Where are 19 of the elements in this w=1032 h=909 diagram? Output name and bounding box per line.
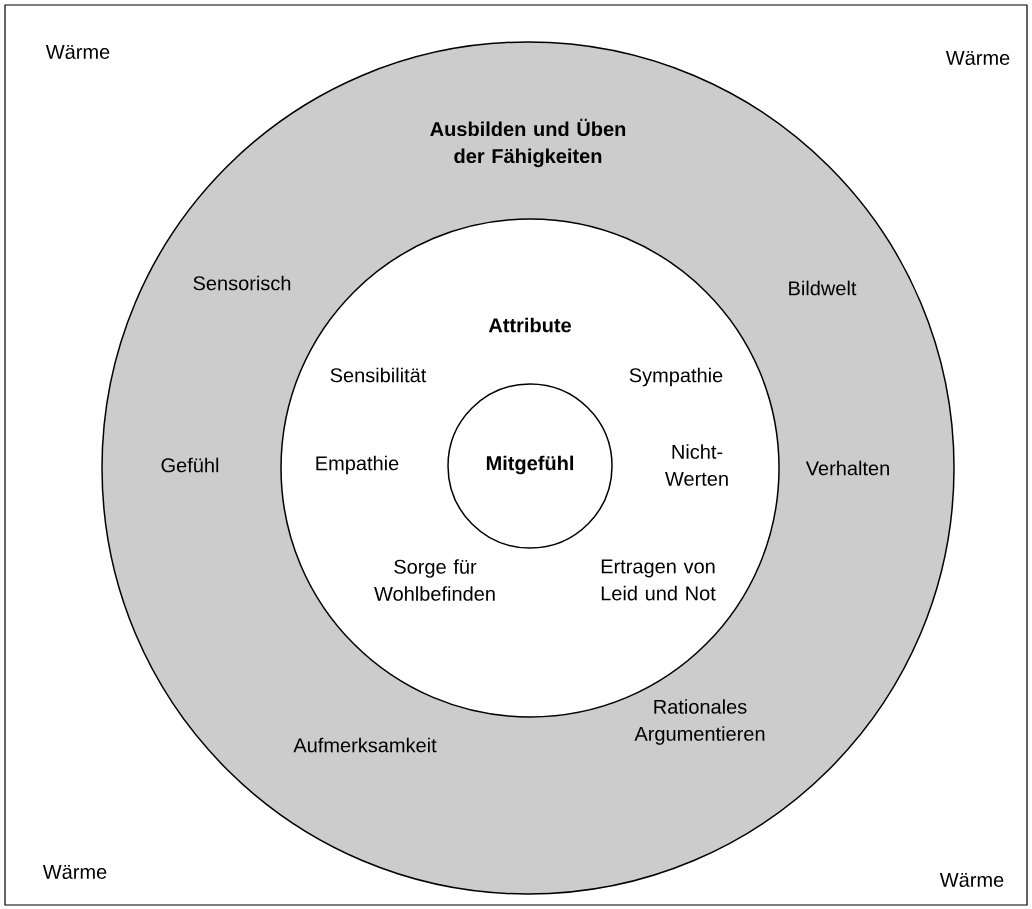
heading: Attribute — [488, 317, 571, 333]
ring-label: Bildwelt — [789, 280, 857, 296]
ring-label: Wärme — [42, 865, 107, 879]
ring-label: Nicht-Werten — [665, 444, 728, 486]
ring-label: Empathie — [316, 455, 399, 475]
ring-label: Sympathie — [629, 367, 723, 387]
ring-label: Wärme — [945, 51, 1010, 65]
ring-label: Verhalten — [805, 460, 889, 476]
ring-label: Sorge für Wohlbefinden — [374, 559, 495, 601]
ring-label: Aufmerksamkeit — [293, 737, 437, 753]
ring-label: Gefühl — [161, 457, 219, 473]
ring-label: Rationales Argumentieren — [634, 699, 765, 745]
heading: Ausbilden und Üben der Fähigkeiten — [430, 118, 626, 168]
ring-label: Wärme — [939, 873, 1004, 887]
ring-label: Sensorisch — [193, 275, 291, 291]
ring-label: Wärme — [45, 45, 110, 59]
ring-label: Sensibilität — [330, 367, 427, 383]
ring-label: Ertragen von Leid und Not — [601, 559, 716, 601]
heading: Mitgefühl — [486, 455, 574, 475]
